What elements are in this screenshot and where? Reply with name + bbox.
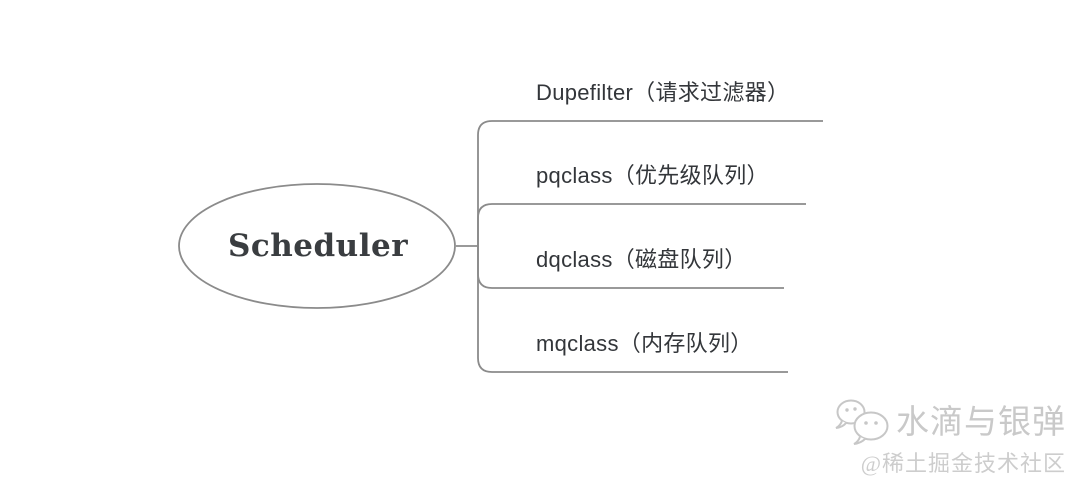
root-node-label: Scheduler xyxy=(227,228,409,264)
watermark-brand-text: 水滴与银弹 xyxy=(896,404,1066,441)
branch-label-pqclass: pqclass（优先级队列） xyxy=(536,163,769,188)
branch-connector-dupefilter xyxy=(477,120,823,246)
branch-label-dupefilter: Dupefilter（请求过滤器） xyxy=(536,80,790,105)
wechat-bubbles-icon xyxy=(832,395,890,450)
watermark-community-text: @稀土掘金技术社区 xyxy=(860,451,1066,476)
branch-connector-mqclass xyxy=(477,246,788,373)
branch-label-dqclass: dqclass（磁盘队列） xyxy=(536,247,747,272)
watermark: 水滴与银弹 @稀土掘金技术社区 xyxy=(832,395,1066,477)
root-node-ellipse xyxy=(178,183,456,309)
branch-label-mqclass: mqclass（内存队列） xyxy=(536,331,753,356)
branch-connector-pqclass xyxy=(477,203,806,246)
